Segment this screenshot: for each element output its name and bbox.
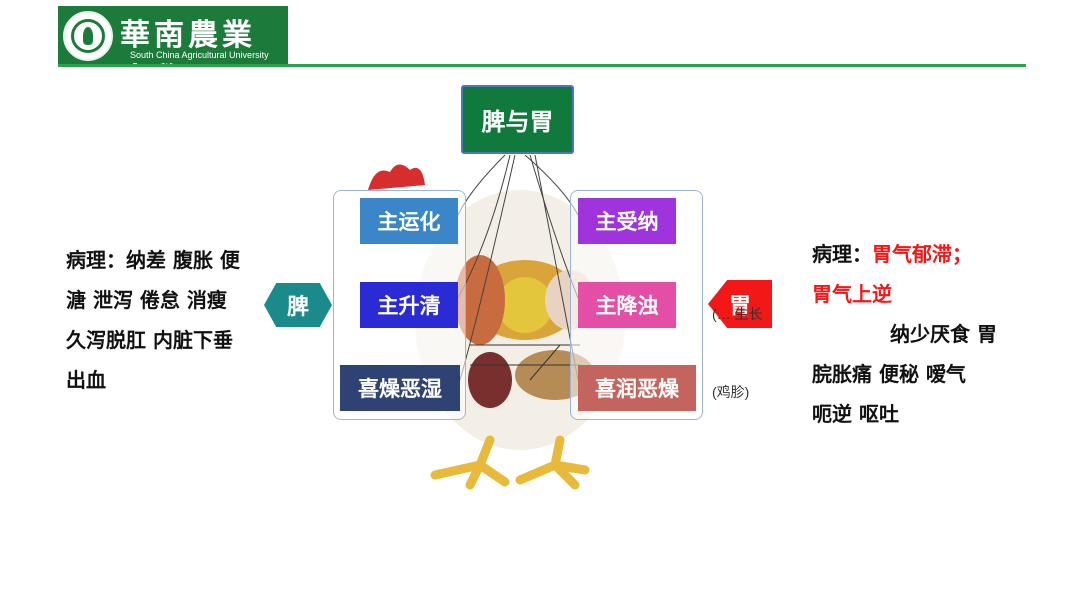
spleen-pathology-line: 出血 [66, 368, 106, 392]
stomach-pathology-line: 脘胀痛 便秘 嗳气 [812, 362, 966, 386]
stomach-function-3: 喜润恶燥 [578, 365, 696, 411]
stomach-pathology-label: 病理： [812, 242, 872, 266]
university-logo: 華南農業大學 South China Agricultural Universi… [58, 6, 288, 97]
stomach-pathology-red-2: 胃气上逆 [812, 282, 892, 306]
spleen-pathology-line: 久泻脱肛 内脏下垂 [66, 328, 233, 352]
header-divider [58, 64, 1026, 67]
spleen-function-3: 喜燥恶湿 [340, 365, 460, 411]
spleen-node: 脾 [264, 283, 332, 327]
logo-english-name: South China Agricultural University [130, 50, 269, 60]
stomach-function-2: 主降浊 [578, 282, 676, 328]
stomach-pathology-line-1: 病理：胃气郁滞； [812, 234, 1012, 274]
stomach-pathology-line: 纳少厌食 胃 [890, 322, 997, 346]
note-gizzard: (鸡胗) [712, 384, 750, 400]
diagram-title: 脾与胃 [461, 85, 574, 154]
spleen-function-1: 主运化 [360, 198, 458, 244]
stomach-pathology-line: 呃逆 呕吐 [812, 402, 899, 426]
stomach-function-1: 主受纳 [578, 198, 676, 244]
spleen-pathology-line: 溏 泄泻 倦怠 消瘦 [66, 288, 227, 312]
spleen-pathology-line: 病理：纳差 腹胀 便 [66, 248, 240, 272]
spleen-pathology-text: 病理：纳差 腹胀 便 溏 泄泻 倦怠 消瘦 久泻脱肛 内脏下垂 出血 [66, 240, 266, 400]
logo-chinese-name: 華南農業大學 [120, 18, 256, 97]
spleen-function-2: 主升清 [360, 282, 458, 328]
stomach-pathology-text: 病理：胃气郁滞； 胃气上逆 纳少厌食 胃 脘胀痛 便秘 嗳气 呃逆 呕吐 [812, 234, 1012, 434]
stomach-pathology-red-1: 胃气郁滞； [872, 242, 972, 266]
university-seal-icon [63, 11, 113, 61]
note-upper: (… 生长 [712, 306, 763, 322]
